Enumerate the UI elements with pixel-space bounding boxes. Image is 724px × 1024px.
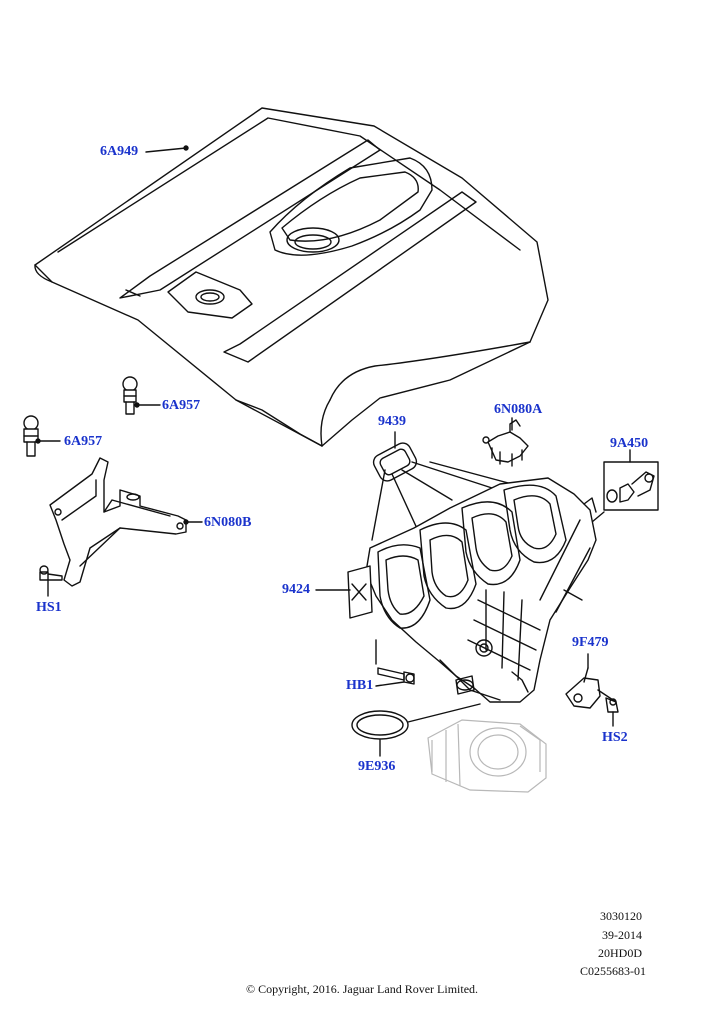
bracket[interactable] — [50, 458, 186, 586]
label-clip[interactable]: 6N080A — [494, 402, 543, 417]
stud-left[interactable] — [24, 416, 38, 456]
clip[interactable] — [483, 420, 528, 466]
bolt-hs1[interactable] — [40, 566, 62, 580]
intake-manifold[interactable] — [348, 478, 596, 702]
sensor[interactable] — [566, 668, 616, 708]
engine-cover[interactable] — [35, 108, 548, 446]
label-o-ring[interactable]: 9E936 — [358, 759, 396, 774]
gasket-small[interactable] — [371, 440, 419, 484]
bolt-hs2[interactable] — [606, 698, 618, 712]
label-bolt-hs2[interactable]: HS2 — [602, 730, 628, 745]
label-engine-cover[interactable]: 6A949 — [100, 144, 139, 159]
label-stud-left[interactable]: 6A957 — [64, 434, 103, 449]
reference-code-2: 39-2014 — [602, 928, 642, 942]
bolt-hb1[interactable] — [378, 668, 414, 684]
throttle-body-ghost — [428, 720, 546, 792]
valve-kit[interactable] — [604, 462, 658, 510]
label-bolt-hs1[interactable]: HS1 — [36, 600, 62, 615]
label-bracket[interactable]: 6N080B — [204, 515, 252, 530]
label-sensor[interactable]: 9F479 — [572, 635, 609, 650]
label-stud-right[interactable]: 6A957 — [162, 398, 201, 413]
label-gasket-small[interactable]: 9439 — [378, 414, 406, 429]
o-ring[interactable] — [352, 711, 408, 739]
stud-right[interactable] — [123, 377, 137, 414]
label-bolt-hb1[interactable]: HB1 — [346, 678, 374, 693]
reference-code-1: 3030120 — [600, 909, 642, 923]
label-valve-kit[interactable]: 9A450 — [610, 436, 649, 451]
reference-code-4: C0255683-01 — [580, 964, 646, 978]
reference-code-3: 20HD0D — [598, 946, 642, 960]
label-intake-manifold[interactable]: 9424 — [282, 582, 310, 597]
copyright-notice: © Copyright, 2016. Jaguar Land Rover Lim… — [245, 982, 479, 996]
